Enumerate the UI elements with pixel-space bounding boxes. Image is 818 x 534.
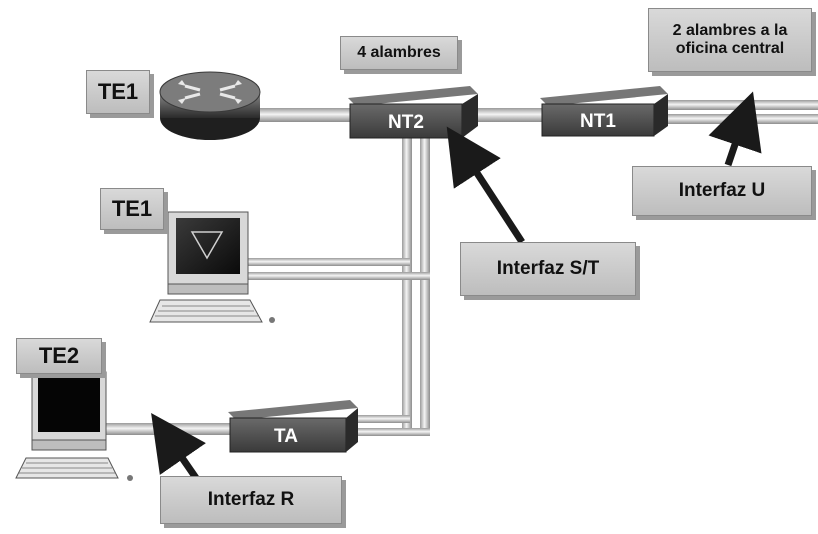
ta-device: TA <box>228 400 358 453</box>
four-wires-label: 4 alambres <box>340 36 458 70</box>
cable-vertical-2 <box>420 135 430 435</box>
cable-vertical-1 <box>402 135 412 435</box>
te2-label: TE2 <box>16 338 102 374</box>
nt2-label: NT2 <box>388 112 424 133</box>
nt1-label: NT1 <box>580 111 616 132</box>
cable-ta-nt2-1 <box>355 415 410 423</box>
two-wires-line2: oficina central <box>675 40 785 57</box>
cable-te2-ta <box>105 423 230 435</box>
nt1-device: NT1 <box>540 86 668 137</box>
arrow-u-icon <box>708 91 762 167</box>
arrow-r-icon <box>151 412 206 480</box>
cable-router-nt2 <box>255 108 365 122</box>
cable-nt2-nt1 <box>470 108 545 122</box>
nt2-device: NT2 <box>348 86 478 139</box>
workstation-icon <box>149 211 275 323</box>
two-wires-label: 2 alambres a la oficina central <box>648 8 812 72</box>
two-wires-line1: 2 alambres a la <box>672 21 788 39</box>
cable-nt1-central-top <box>668 100 818 110</box>
cable-workstation-2 <box>245 272 430 280</box>
terminal-icon <box>15 371 133 481</box>
router-icon <box>159 71 261 140</box>
cable-workstation-1 <box>245 258 410 266</box>
interface-u-label: Interfaz U <box>632 166 812 216</box>
te1-workstation-label: TE1 <box>100 188 164 230</box>
interface-r-label: Interfaz R <box>160 476 342 524</box>
arrow-st-icon <box>446 126 525 244</box>
arrows <box>151 91 762 480</box>
interface-st-label: Interfaz S/T <box>460 242 636 296</box>
ta-label: TA <box>274 426 298 447</box>
te1-router-label: TE1 <box>86 70 150 114</box>
cable-ta-nt2-2 <box>355 428 430 436</box>
